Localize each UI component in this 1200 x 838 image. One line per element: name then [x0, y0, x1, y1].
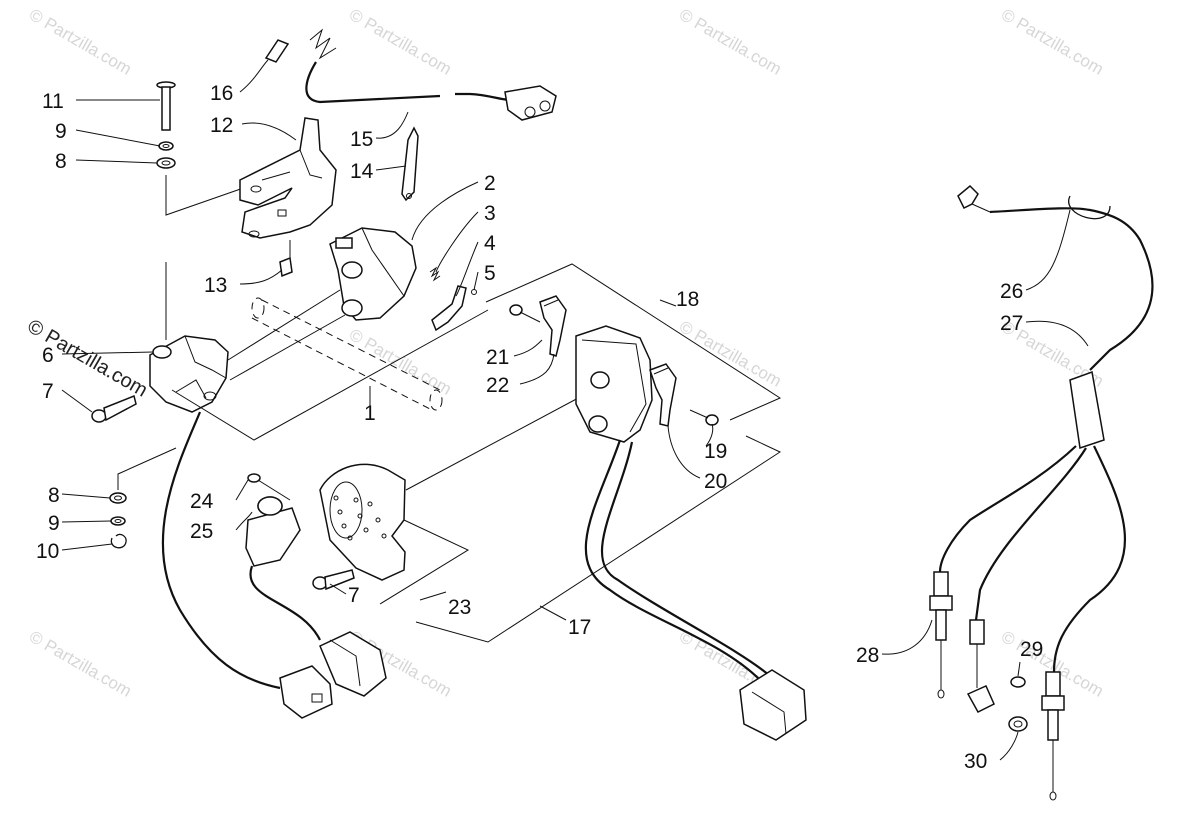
- wire-housing-icon: [161, 411, 281, 690]
- screw-5-icon: [471, 289, 477, 295]
- label-part-14: 14: [350, 160, 374, 183]
- assembly-line-2: [229, 314, 346, 381]
- washer-9-top-icon: [158, 141, 174, 151]
- washer-30-icon: [1008, 716, 1028, 732]
- bolt-axis-line: [165, 175, 253, 216]
- wire-harness-17-b: [600, 441, 771, 677]
- label-part-23: 23: [448, 596, 471, 619]
- housing-18-icon: [575, 325, 653, 443]
- sensor-28-icon: [929, 571, 953, 699]
- screw-7-bottom-icon: [312, 569, 355, 591]
- cable-27-branch-a: [938, 445, 1077, 573]
- label-part-25: 25: [190, 520, 213, 543]
- screw-7-top-icon: [91, 394, 137, 423]
- label-part-9b: 9: [48, 512, 60, 535]
- label-part-10: 10: [36, 540, 59, 563]
- sensor-center-icon: [969, 619, 985, 688]
- screw-21-icon: [509, 304, 541, 323]
- washer-9-bottom-icon: [110, 516, 126, 526]
- switch-2-icon: [329, 227, 417, 321]
- leader-lines: [61, 59, 1089, 761]
- watermark-5: © Partzilla.com: [346, 325, 455, 399]
- lever-20-icon: [649, 363, 677, 427]
- wire-15-icon: [305, 28, 557, 121]
- label-part-6: 6: [42, 344, 54, 367]
- label-part-12: 12: [210, 114, 233, 137]
- plate-4-icon: [431, 285, 467, 332]
- clip-10-icon: [110, 533, 127, 549]
- label-part-21: 21: [486, 346, 509, 369]
- tie-14-icon: [401, 126, 419, 202]
- wire-grip-icon: [249, 565, 321, 641]
- watermark-4: © Partzilla.com: [998, 5, 1107, 79]
- cable-27-branch-c: [1052, 445, 1126, 673]
- housing-6-icon: [149, 335, 229, 413]
- label-part-17: 17: [568, 616, 591, 639]
- connector-grip-icon: [319, 631, 387, 697]
- label-part-28: 28: [856, 644, 879, 667]
- wire-harness-17-a: [584, 439, 761, 681]
- connector-small-icon: [279, 665, 333, 719]
- cable-26-icon: [989, 207, 1154, 371]
- label-part-24: 24: [190, 490, 214, 513]
- cover-23-icon: [319, 463, 406, 581]
- label-part-8b: 8: [48, 484, 60, 507]
- nut-13-icon: [279, 256, 293, 278]
- assembly-line-1: [227, 289, 341, 361]
- sensor-right-icon: [1041, 671, 1065, 801]
- label-part-19: 19: [704, 440, 727, 463]
- shaft-dashed-icon: [251, 297, 443, 411]
- label-part-15: 15: [350, 128, 373, 151]
- label-part-20: 20: [704, 470, 727, 493]
- screw-24-icon: [247, 473, 291, 501]
- label-part-3: 3: [484, 202, 496, 225]
- label-part-22: 22: [486, 374, 509, 397]
- ring-26-icon: [1068, 195, 1111, 220]
- connector-17-icon: [739, 669, 807, 741]
- cap-16-icon: [264, 39, 290, 63]
- assembly-bracket-18: [485, 263, 782, 421]
- watermark-6: © Partzilla.com: [676, 317, 785, 391]
- label-part-4: 4: [484, 232, 496, 255]
- label-part-27: 27: [1000, 312, 1023, 335]
- lever-22-icon: [539, 295, 567, 357]
- label-part-13: 13: [204, 274, 227, 297]
- cable-27-branch-b: [974, 447, 1087, 621]
- label-part-9a: 9: [55, 120, 67, 143]
- assembly-bracket-1: [171, 309, 489, 441]
- label-part-11: 11: [42, 90, 64, 113]
- sleeve-27-icon: [1069, 370, 1105, 449]
- washer-8-bottom-icon: [109, 492, 127, 504]
- watermark-2: © Partzilla.com: [346, 5, 455, 79]
- assembly-line-3: [117, 447, 177, 490]
- label-part-29: 29: [1020, 638, 1043, 661]
- watermark-1: © Partzilla.com: [26, 5, 135, 79]
- button-25-icon: [245, 496, 301, 567]
- part-labels: 11 9 8 16 12 15 14 2 3 4 5 13 6 7 1 18 2…: [36, 82, 1043, 773]
- label-part-7a: 7: [42, 380, 54, 403]
- label-part-8a: 8: [55, 150, 67, 173]
- label-part-16: 16: [210, 82, 233, 105]
- washer-8-top-icon: [156, 157, 176, 169]
- label-part-5: 5: [484, 262, 496, 285]
- label-part-30: 30: [964, 750, 987, 773]
- bolt-11-icon: [156, 81, 176, 131]
- spring-3-icon: [429, 266, 441, 282]
- cap-26-icon: [957, 184, 991, 213]
- watermark-8: © Partzilla.com: [26, 627, 135, 701]
- assembly-line-23: [405, 395, 583, 491]
- label-part-18: 18: [676, 288, 699, 311]
- label-part-1: 1: [364, 402, 376, 425]
- label-part-7b: 7: [348, 584, 360, 607]
- assembly-bracket-23: [379, 519, 470, 605]
- screw-19-icon: [689, 409, 719, 426]
- assembly-bracket-17: [415, 435, 782, 643]
- label-part-2: 2: [484, 172, 496, 195]
- plug-29-icon: [966, 676, 1026, 713]
- label-part-26: 26: [1000, 280, 1023, 303]
- bracket-12-icon: [239, 117, 337, 239]
- watermark-3: © Partzilla.com: [676, 5, 785, 79]
